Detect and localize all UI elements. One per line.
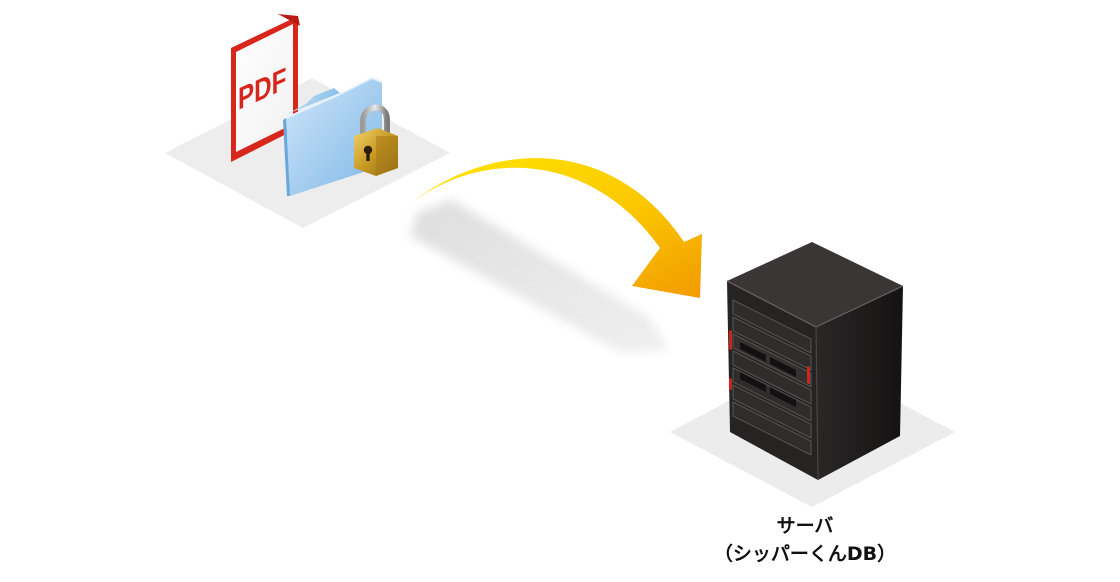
server-rack-icon [726, 242, 904, 481]
pdf-document-icon: PDF [231, 14, 300, 162]
arrow-shadow [410, 200, 668, 352]
padlock-icon [354, 104, 398, 176]
server-drive-slots [740, 342, 796, 407]
server-caption: サーバ （シッパーくんDB） [640, 512, 970, 568]
server-status-lights [729, 330, 810, 390]
curved-arrow-icon [410, 158, 702, 298]
server-caption-line2: （シッパーくんDB） [713, 543, 897, 565]
server-caption-line1: サーバ [776, 515, 834, 537]
